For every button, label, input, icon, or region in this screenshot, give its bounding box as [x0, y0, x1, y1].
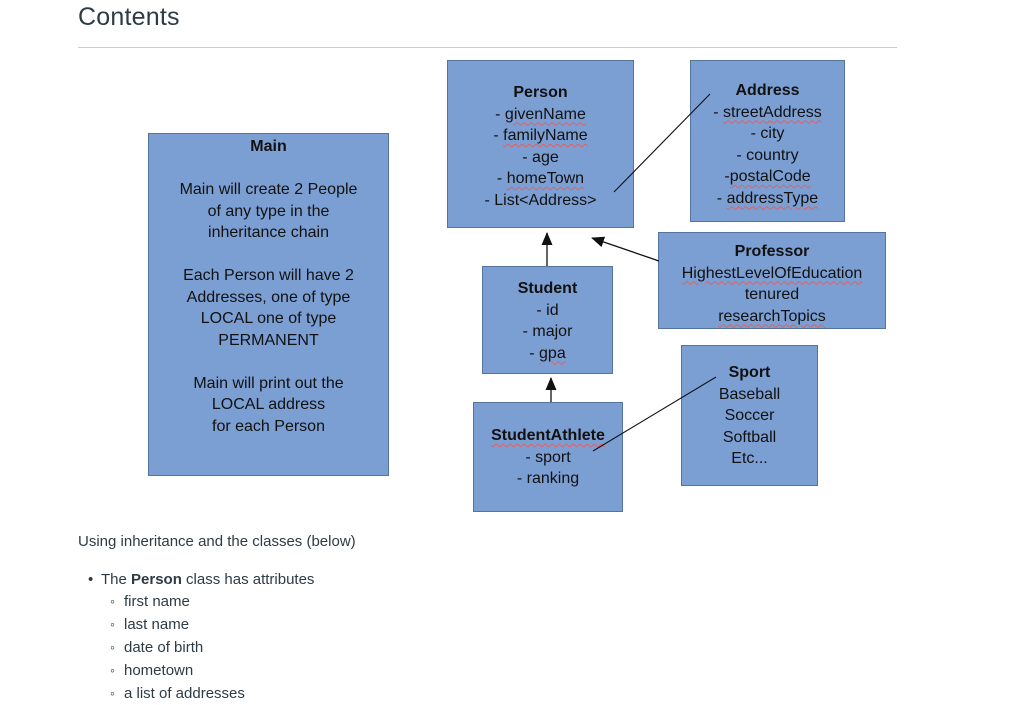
- class-attribute: Softball: [722, 428, 777, 446]
- inheritance-arrow-professor-to-person: [591, 236, 660, 262]
- class-attribute: - List<Address>: [484, 191, 597, 209]
- class-attribute: -postalCode: [724, 168, 811, 185]
- list-item: ◦date of birth: [110, 636, 245, 659]
- list-item: ◦first name: [110, 590, 245, 613]
- main-paragraph-2: Each Person will have 2 Addresses, one o…: [183, 267, 354, 349]
- class-attribute: - country: [736, 146, 799, 164]
- content-divider: [78, 47, 897, 48]
- circle-bullet-icon: ◦: [110, 662, 115, 678]
- page-title: Contents: [78, 3, 180, 31]
- professor-class-title: Professor: [734, 243, 810, 260]
- main-box-title: Main: [250, 138, 287, 155]
- main-paragraph-1: Main will create 2 People of any type in…: [179, 181, 358, 241]
- list-item: ◦a list of addresses: [110, 682, 245, 705]
- person-attributes-sublist: ◦first name ◦last name ◦date of birth ◦h…: [110, 590, 245, 705]
- class-attribute: - id: [536, 301, 559, 319]
- class-attribute: Baseball: [718, 385, 781, 403]
- person-class-title: Person: [513, 84, 568, 101]
- bullet-icon: •: [88, 571, 94, 588]
- address-class-box: Address - streetAddress - city - country…: [690, 60, 845, 222]
- class-attribute: Soccer: [724, 407, 775, 424]
- student-athlete-class-box: StudentAthlete - sport - ranking: [473, 402, 623, 512]
- class-attribute: - gpa: [529, 344, 566, 362]
- class-attribute: - age: [522, 148, 559, 166]
- class-attribute: - major: [522, 323, 573, 340]
- student-class-title: Student: [517, 280, 578, 297]
- class-attribute: - familyName: [493, 127, 588, 144]
- list-item: ◦last name: [110, 613, 245, 636]
- circle-bullet-icon: ◦: [110, 593, 115, 609]
- class-attribute: Etc...: [731, 450, 768, 467]
- class-attribute: - addressType: [716, 189, 819, 207]
- person-attributes-bullet: • The Person class has attributes: [88, 568, 314, 591]
- class-attribute: HighestLevelOfEducation: [681, 264, 863, 282]
- sport-class-title: Sport: [728, 364, 771, 381]
- intro-text: Using inheritance and the classes (below…: [78, 533, 356, 550]
- circle-bullet-icon: ◦: [110, 616, 115, 632]
- main-note-box: Main Main will create 2 People of any ty…: [148, 133, 389, 476]
- person-bullet-text: The Person class has attributes: [101, 571, 315, 588]
- class-attribute: - homeTown: [496, 170, 585, 187]
- class-attribute: - givenName: [495, 105, 586, 123]
- circle-bullet-icon: ◦: [110, 639, 115, 655]
- class-attribute: - ranking: [516, 470, 580, 487]
- circle-bullet-icon: ◦: [110, 685, 115, 701]
- student-athlete-class-title: StudentAthlete: [491, 427, 605, 444]
- class-attribute: tenured: [744, 286, 800, 303]
- professor-class-box: Professor HighestLevelOfEducation tenure…: [658, 232, 886, 329]
- list-item: ◦hometown: [110, 659, 245, 682]
- student-class-box: Student - id - major - gpa: [482, 266, 613, 374]
- person-class-box: Person - givenName - familyName - age - …: [447, 60, 634, 228]
- class-attribute: - streetAddress: [713, 103, 822, 121]
- class-attribute: - city: [750, 125, 785, 142]
- class-attribute: - sport: [525, 448, 571, 466]
- sport-class-box: Sport Baseball Soccer Softball Etc...: [681, 345, 818, 486]
- main-paragraph-3: Main will print out the LOCAL address fo…: [193, 374, 344, 435]
- class-attribute: researchTopics: [718, 307, 826, 325]
- address-class-title: Address: [735, 82, 800, 99]
